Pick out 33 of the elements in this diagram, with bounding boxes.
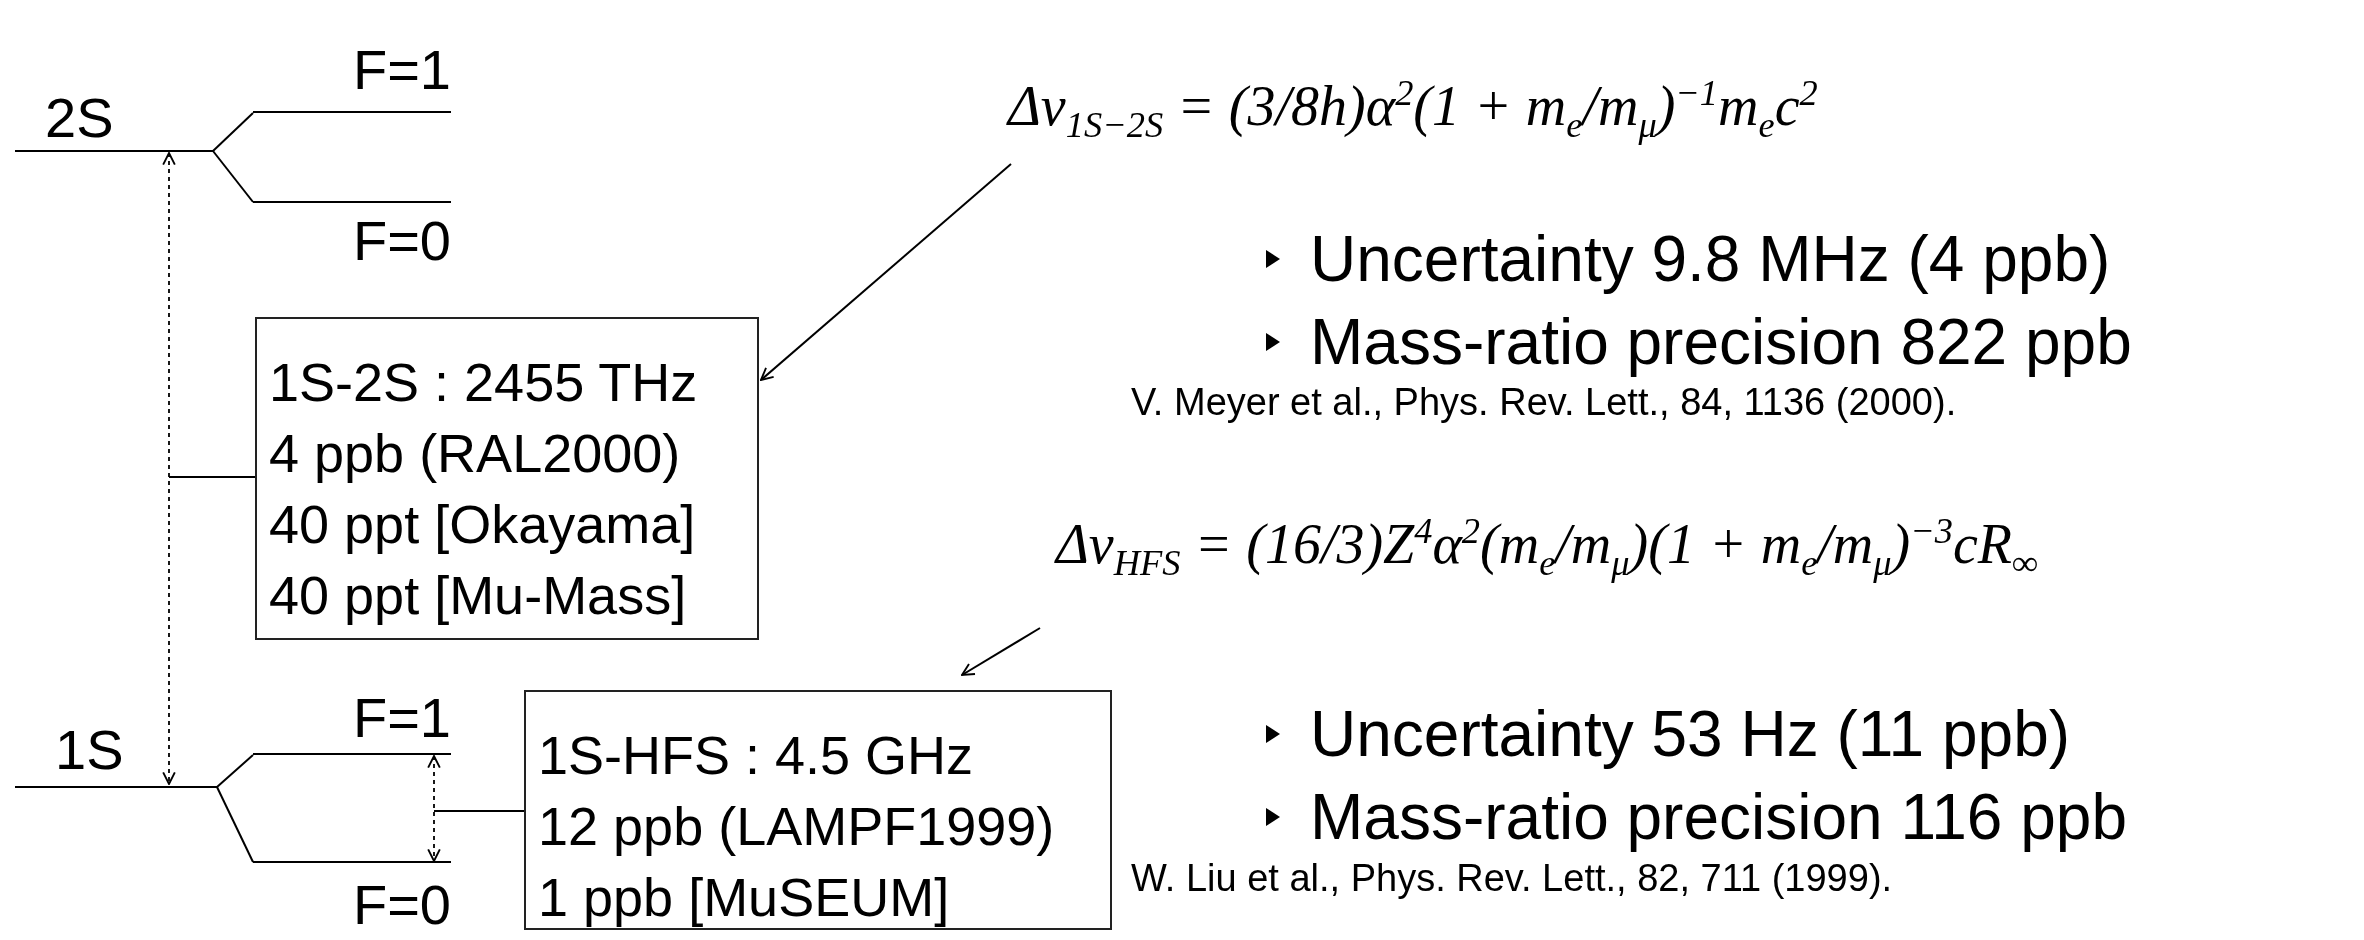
reference-note: V. Meyer et al., Phys. Rev. Lett., 84, 1136 (2000). <box>1131 380 1957 424</box>
formula: Δν$_{1S−2S}$ = (3/8h)α$^{2}$(1 + m$_{e}$/m$_{μ}$)$^{−1}$m$_{e}$c$^{2}$ <box>1008 58 1818 160</box>
formula: Δν$_{HFS}$ = (16/3)Z$^{4}$α$^{2}$(m$_{e}$/m$_{μ}$)(1 + m$_{e}$/m$_{μ}$)$^{−3}$cR$_{∞}$ <box>1056 496 2038 598</box>
box-text-line: 12 ppb (LAMPF1999) <box>538 795 1056 858</box>
box-text-line: 1S-HFS : 4.5 GHz <box>538 724 975 787</box>
leader-line <box>433 810 525 812</box>
reference-note: W. Liu et al., Phys. Rev. Lett., 82, 711 (1999). <box>1131 856 1893 900</box>
bullet-text: Uncertainty 9.8 MHz (4 ppb) <box>1310 222 2111 296</box>
bullet-text: Mass-ratio precision 116 ppb <box>1310 780 2127 854</box>
bullet-text: Mass-ratio precision 822 ppb <box>1310 305 2132 379</box>
box-text-line: 1 ppb [MuSEUM] <box>538 866 951 929</box>
level-label: F=1 <box>352 686 451 749</box>
level-label: 2S <box>45 86 114 149</box>
level-split-line <box>216 754 254 788</box>
info-box <box>524 690 1112 930</box>
box-text-line: 4 ppb (RAL2000) <box>269 422 682 485</box>
leader-line <box>168 476 256 478</box>
info-box <box>255 317 759 640</box>
arrow <box>961 627 1041 676</box>
box-text-line: 40 ppt [Mu-Mass] <box>269 564 688 627</box>
transition-arrow <box>162 152 176 785</box>
arrow <box>760 163 1012 381</box>
level-split-line <box>212 112 254 152</box>
level-split-line <box>212 150 254 203</box>
level-label: F=1 <box>352 38 451 101</box>
bullet-text: Uncertainty 53 Hz (11 ppb) <box>1310 697 2071 771</box>
transition-arrow <box>427 755 441 862</box>
level-label: 1S <box>55 718 124 781</box>
box-text-line: 40 ppt [Okayama] <box>269 493 697 556</box>
box-text-line: 1S-2S : 2455 THz <box>269 351 699 414</box>
level-label: F=0 <box>352 873 451 936</box>
level-label: F=0 <box>352 209 451 272</box>
level-split-line <box>216 786 254 863</box>
